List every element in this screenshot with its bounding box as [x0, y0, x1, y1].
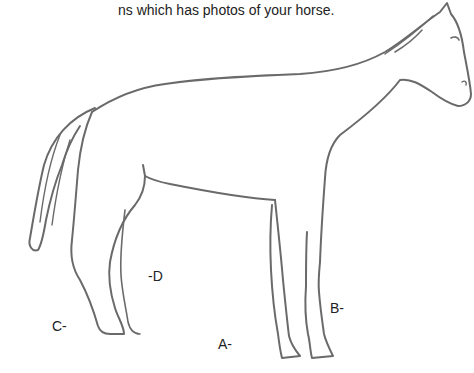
horse-nostril: [462, 81, 466, 85]
caption-fragment: ns which has photos of your horse.: [118, 2, 334, 18]
horse-tail: [29, 108, 95, 250]
part-letter: -D: [148, 268, 163, 284]
part-letter: B-: [330, 300, 344, 316]
hind-leg: [121, 210, 140, 334]
part-letter: A-: [218, 336, 232, 352]
part-letter: C-: [52, 318, 67, 334]
horse-tail: [40, 135, 70, 225]
horse-eye: [451, 37, 459, 40]
horse-mane: [385, 16, 433, 54]
horse-belly: [143, 165, 275, 200]
horse-outline: [92, 3, 471, 178]
front-leg: [270, 200, 300, 358]
hind-leg: [71, 112, 145, 334]
front-leg: [305, 178, 333, 358]
